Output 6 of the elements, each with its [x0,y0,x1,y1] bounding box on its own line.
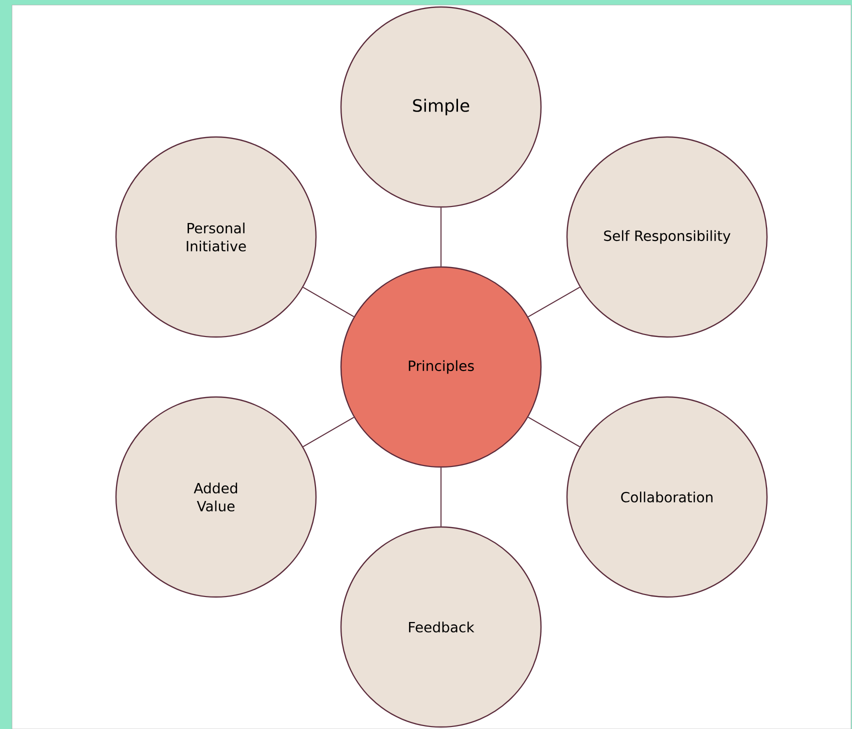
connector-line [528,286,580,318]
connector-line [302,416,354,448]
connector-line [440,207,442,267]
connector-line [302,286,354,318]
connector-line [440,467,442,527]
connector-line [528,416,580,448]
